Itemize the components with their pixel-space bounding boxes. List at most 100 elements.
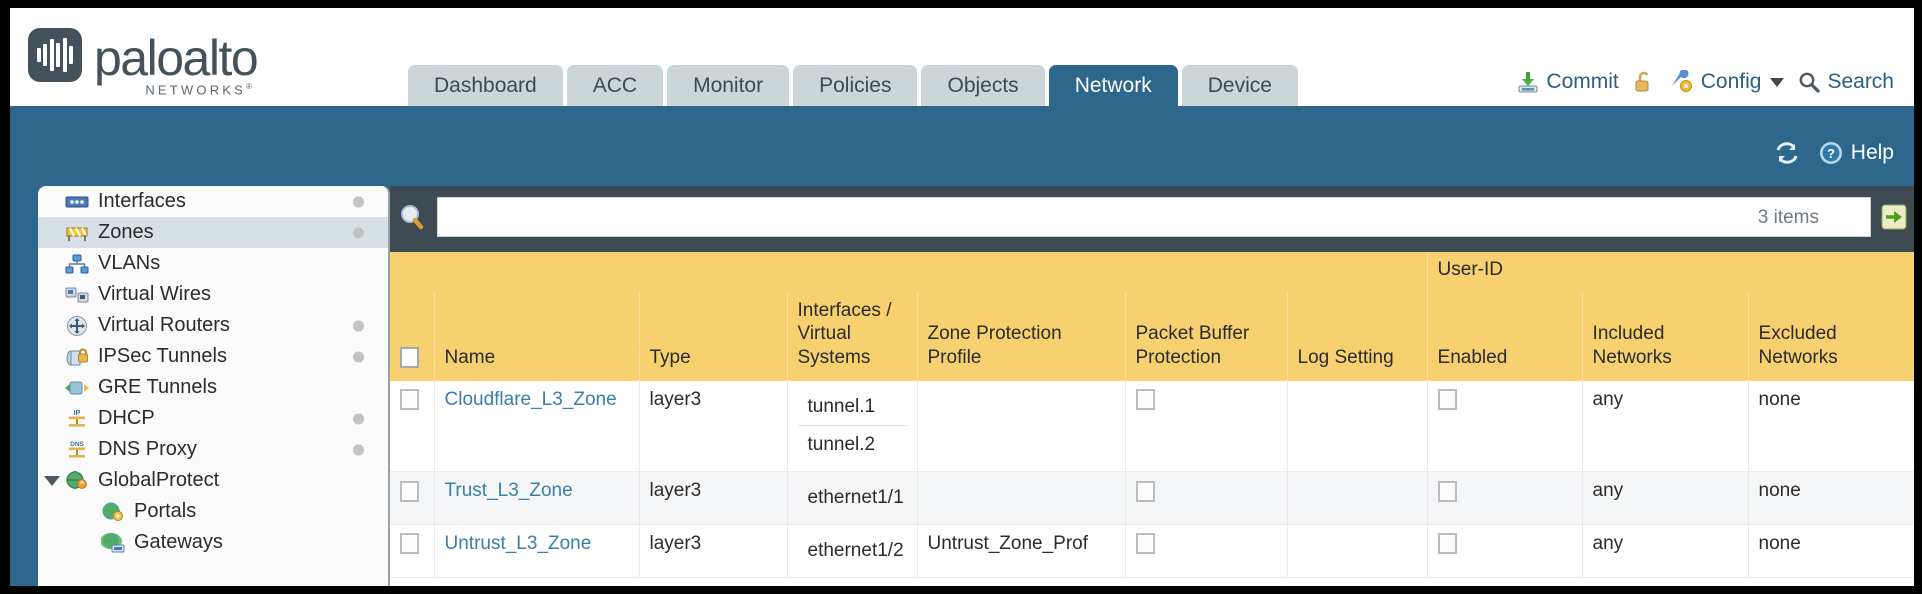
interface-item: ethernet1/1: [807, 487, 904, 509]
vlans-icon: [64, 253, 90, 275]
status-dot: [353, 227, 364, 238]
cell-type: layer3: [639, 524, 788, 578]
app-window: paloalto NETWORKS® Dashboard ACC Monitor…: [10, 8, 1914, 586]
cell-log-setting: [1287, 471, 1428, 525]
sidebar-item-label: Gateways: [134, 531, 223, 553]
search-input[interactable]: [437, 197, 1871, 237]
sidebar-item-dhcp[interactable]: IP DHCP: [38, 403, 388, 434]
column-header-zone-protection-profile[interactable]: Zone Protection Profile: [917, 293, 1126, 381]
tab-network[interactable]: Network: [1048, 65, 1178, 106]
select-all-checkbox[interactable]: [400, 347, 419, 368]
config-icon: [1671, 70, 1692, 92]
interface-item: tunnel.2: [807, 434, 876, 456]
config-label: Config: [1700, 70, 1762, 93]
sidebar-item-virtual-wires[interactable]: Virtual Wires: [38, 279, 388, 310]
search-row: [396, 197, 1914, 237]
cell-included-networks: any: [1582, 524, 1749, 578]
tab-device[interactable]: Device: [1181, 65, 1298, 106]
group-header-spacer: [390, 252, 1428, 294]
main-nav-tabs: Dashboard ACC Monitor Policies Objects N…: [408, 65, 1298, 106]
row-checkbox[interactable]: [400, 533, 419, 555]
table-row[interactable]: Cloudflare_L3_Zone layer3 tunnel.1 tunne…: [390, 380, 1914, 473]
column-header-type[interactable]: Type: [639, 293, 788, 381]
table-row[interactable]: Untrust_L3_Zone layer3 ethernet1/2 Untru…: [390, 524, 1914, 578]
sidebar-item-globalprotect[interactable]: GlobalProtect: [38, 465, 388, 496]
sidebar-item-label: Zones: [98, 221, 154, 243]
row-checkbox[interactable]: [400, 480, 419, 502]
zones-icon: [64, 222, 90, 244]
tab-policies[interactable]: Policies: [793, 65, 918, 106]
tab-dashboard[interactable]: Dashboard: [408, 65, 563, 106]
apply-filter-button[interactable]: [1880, 203, 1908, 231]
cell-userid-enabled: [1427, 524, 1583, 578]
userid-enabled-checkbox[interactable]: [1437, 480, 1457, 502]
paloalto-logo-icon: [28, 28, 82, 82]
table-header-row: Name Type Interfaces / Virtual Systems Z…: [390, 293, 1914, 381]
cell-excluded-networks: none: [1748, 380, 1914, 473]
sidebar-item-ipsec-tunnels[interactable]: IPSec Tunnels: [38, 341, 388, 372]
column-header-packet-buffer-protection[interactable]: Packet Buffer Protection: [1125, 293, 1288, 381]
sidebar-item-vlans[interactable]: VLANs: [38, 248, 388, 279]
zone-link[interactable]: Trust_L3_Zone: [444, 480, 573, 502]
cell-zone-protection-profile: Untrust_Zone_Prof: [917, 524, 1126, 578]
sidebar-item-label: Virtual Wires: [98, 283, 211, 305]
cell-interfaces: ethernet1/1: [787, 471, 918, 525]
sidebar-item-label: Portals: [134, 500, 197, 522]
sidebar-item-label: GlobalProtect: [98, 469, 220, 491]
row-checkbox[interactable]: [400, 389, 419, 411]
cell-name: Untrust_L3_Zone: [434, 524, 640, 578]
userid-enabled-checkbox[interactable]: [1437, 533, 1457, 555]
cell-interfaces: ethernet1/2: [787, 524, 918, 578]
brand-tagline: NETWORKS®: [145, 82, 256, 98]
cell-userid-enabled: [1427, 471, 1583, 525]
packet-buffer-protection-checkbox[interactable]: [1135, 533, 1155, 555]
cell-interfaces: tunnel.1 tunnel.2: [787, 380, 918, 473]
packet-buffer-protection-checkbox[interactable]: [1135, 389, 1155, 411]
sidebar-item-dns-proxy[interactable]: DNS DNS Proxy: [38, 434, 388, 465]
column-header-enabled[interactable]: Enabled: [1427, 293, 1583, 381]
help-button[interactable]: ? Help: [1818, 140, 1894, 166]
sidebar-item-virtual-routers[interactable]: Virtual Routers: [38, 310, 388, 341]
zone-link[interactable]: Untrust_L3_Zone: [444, 532, 592, 554]
sidebar-item-interfaces[interactable]: Interfaces: [38, 186, 388, 217]
table-search-icon[interactable]: [396, 201, 428, 233]
cell-zone-protection-profile: [917, 380, 1126, 473]
sidebar-item-portals[interactable]: Portals: [38, 496, 388, 527]
sidebar-item-gateways[interactable]: Gateways: [38, 527, 388, 558]
select-all-cell: [390, 293, 435, 381]
gre-tunnels-icon: [64, 377, 90, 399]
column-header-log-setting[interactable]: Log Setting: [1287, 293, 1428, 381]
expand-triangle-icon[interactable]: [44, 475, 60, 486]
column-header-name[interactable]: Name: [434, 293, 640, 381]
row-select-cell: [390, 471, 435, 525]
sidebar-item-zones[interactable]: Zones: [38, 217, 388, 248]
table-row[interactable]: Trust_L3_Zone layer3 ethernet1/1 any: [390, 471, 1914, 525]
column-header-excluded-networks[interactable]: Excluded Networks: [1748, 293, 1914, 381]
column-header-interfaces[interactable]: Interfaces / Virtual Systems: [787, 293, 918, 381]
portals-icon: [100, 501, 126, 523]
userid-enabled-checkbox[interactable]: [1437, 389, 1457, 411]
group-header-userid: User-ID: [1427, 252, 1914, 294]
gateways-icon: [100, 532, 126, 554]
svg-text:IP: IP: [74, 410, 81, 417]
refresh-icon[interactable]: [1773, 140, 1801, 166]
config-menu[interactable]: Config: [1669, 70, 1785, 94]
sidebar-item-label: IPSec Tunnels: [98, 345, 227, 367]
tab-monitor[interactable]: Monitor: [667, 65, 790, 106]
search-button[interactable]: Search: [1797, 70, 1894, 94]
packet-buffer-protection-checkbox[interactable]: [1135, 480, 1155, 502]
zone-link[interactable]: Cloudflare_L3_Zone: [444, 388, 617, 410]
status-dot: [353, 320, 364, 331]
cell-included-networks: any: [1582, 380, 1749, 473]
tab-objects[interactable]: Objects: [921, 65, 1045, 106]
status-dot: [353, 413, 364, 424]
sidebar-item-gre-tunnels[interactable]: GRE Tunnels: [38, 372, 388, 403]
cell-excluded-networks: none: [1748, 471, 1914, 525]
status-dot: [353, 196, 364, 207]
top-actions: Commit Config Search: [1516, 70, 1894, 94]
commit-button[interactable]: Commit: [1516, 70, 1619, 94]
padlock-unlocked-icon[interactable]: [1632, 70, 1656, 94]
column-header-included-networks[interactable]: Included Networks: [1582, 293, 1749, 381]
interface-item: tunnel.1: [797, 388, 907, 427]
tab-acc[interactable]: ACC: [566, 65, 664, 106]
